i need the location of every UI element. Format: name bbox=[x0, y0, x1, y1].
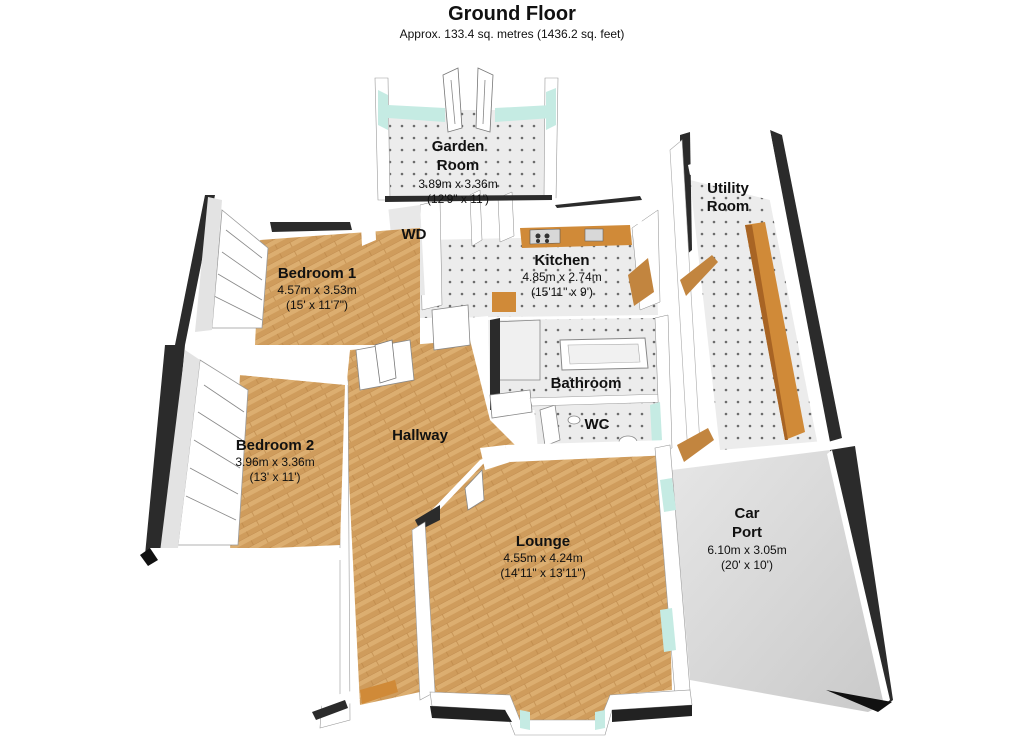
garden-room-dim-imperial: (12'9" x 11') bbox=[427, 192, 489, 206]
wall-shadows bbox=[140, 195, 692, 722]
hallway-name: Hallway bbox=[392, 427, 448, 444]
utility-room-area bbox=[669, 130, 842, 462]
lounge-dim-imperial: (14'11" x 13'11") bbox=[500, 566, 586, 580]
bedroom1-dim-metric: 4.57m x 3.53m bbox=[277, 283, 357, 297]
car-port-dim-imperial: (20' x 10') bbox=[721, 558, 773, 572]
kitchen-dim-imperial: (15'11" x 9') bbox=[531, 285, 593, 299]
bedroom2-area bbox=[145, 345, 348, 560]
bedroom1-name: Bedroom 1 bbox=[277, 265, 357, 282]
lounge-dim-metric: 4.55m x 4.24m bbox=[503, 551, 583, 565]
bedroom2-dim-metric: 3.96m x 3.36m bbox=[235, 455, 315, 469]
bedroom2-dim-imperial: (13' x 11') bbox=[249, 470, 301, 484]
car-port-name-1: Car bbox=[734, 505, 760, 522]
kitchen-area bbox=[418, 189, 661, 318]
car-port-name-2: Port bbox=[732, 524, 762, 541]
page-subtitle: Approx. 133.4 sq. metres (1436.2 sq. fee… bbox=[399, 27, 625, 41]
bedroom1-area bbox=[175, 195, 420, 345]
hallway-area bbox=[312, 304, 515, 729]
wc-name: WC bbox=[584, 416, 610, 433]
bedroom2-name: Bedroom 2 bbox=[235, 437, 315, 454]
lounge-area bbox=[411, 440, 693, 736]
utility-room-name-2: Room bbox=[706, 198, 750, 215]
garden-room-area bbox=[374, 67, 559, 201]
kitchen-dim-metric: 4.85m x 2.74m bbox=[522, 270, 602, 284]
kitchen-name: Kitchen bbox=[534, 252, 590, 269]
utility-room-name-1: Utility bbox=[707, 180, 749, 197]
header: Ground Floor Approx. 133.4 sq. metres (1… bbox=[0, 0, 1024, 46]
bathroom-area bbox=[468, 314, 673, 453]
car-port-area bbox=[672, 446, 893, 712]
garden-room-name-1: Garden bbox=[431, 138, 485, 155]
wd-name: WD bbox=[401, 226, 427, 243]
garden-room-dim-metric: 3.89m x 3.36m bbox=[418, 177, 498, 191]
garden-room-name-2: Room bbox=[436, 157, 480, 174]
car-port-dim-metric: 6.10m x 3.05m bbox=[707, 543, 787, 557]
page-title: Ground Floor bbox=[448, 3, 576, 25]
bathroom-name: Bathroom bbox=[550, 375, 622, 392]
bedroom1-dim-imperial: (15' x 11'7") bbox=[286, 298, 348, 312]
lounge-name: Lounge bbox=[515, 533, 571, 550]
